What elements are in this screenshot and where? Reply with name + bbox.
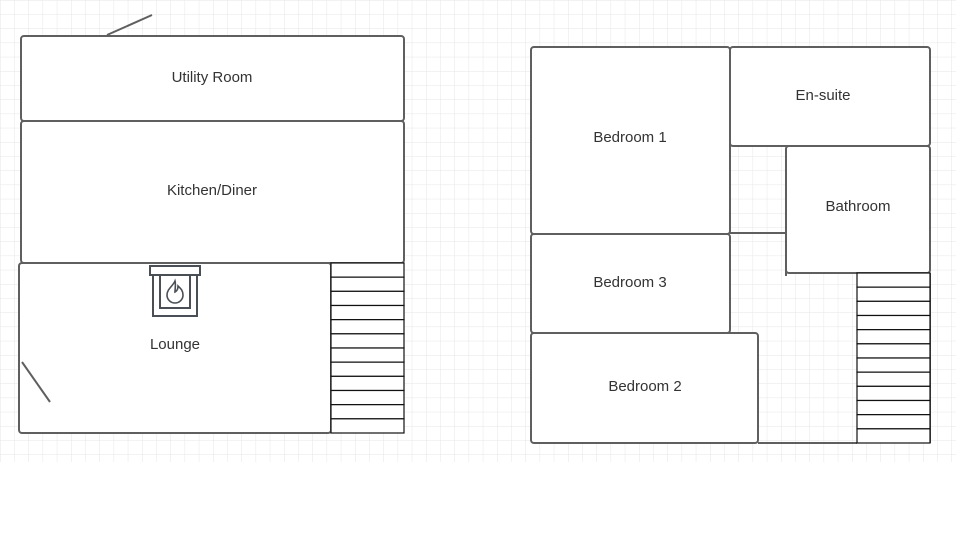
stair-step [330, 262, 405, 278]
first-floor: En-suite Bedroom 1 Bathroom Bedroom 3 Be… [530, 46, 931, 444]
stair-step [856, 300, 931, 317]
room-label-bedroom1: Bedroom 1 [593, 129, 666, 146]
stair-step [856, 399, 931, 416]
stair-step [330, 375, 405, 392]
room-label-kitchen: Kitchen/Diner [167, 182, 257, 199]
stair-step [856, 272, 931, 288]
room-label-utility: Utility Room [172, 69, 253, 86]
stair-step [330, 333, 405, 349]
room-label-lounge: Lounge [150, 336, 200, 353]
stair-step [856, 329, 931, 345]
stair-step [856, 428, 931, 444]
stair-step [330, 319, 405, 335]
stair-step [330, 347, 405, 363]
room-label-bedroom2: Bedroom 2 [608, 378, 681, 395]
stair-step [330, 290, 405, 307]
fireplace-icon [149, 265, 201, 317]
stair-step [330, 304, 405, 321]
stair-step [856, 286, 931, 302]
stair-step [856, 343, 931, 359]
stair-step [856, 314, 931, 331]
ground-floor: Utility Room Kitchen/Diner Lounge [18, 14, 405, 434]
stair-step [330, 404, 405, 420]
stair-step [856, 385, 931, 402]
stair-step [330, 389, 405, 406]
room-label-ensuite: En-suite [795, 87, 850, 104]
stair-step [856, 371, 931, 387]
stair-step [330, 418, 405, 434]
stair-step [330, 361, 405, 377]
room-label-bedroom3: Bedroom 3 [593, 274, 666, 291]
room-bedroom2[interactable] [530, 332, 759, 444]
stair-step [856, 414, 931, 430]
staircase-ground[interactable] [330, 262, 405, 434]
door-swing-utility [106, 14, 153, 36]
stair-step [856, 357, 931, 373]
stair-step [330, 276, 405, 292]
staircase-first[interactable] [856, 272, 931, 444]
room-label-bathroom: Bathroom [825, 198, 890, 215]
door-swing-lounge [21, 361, 51, 403]
